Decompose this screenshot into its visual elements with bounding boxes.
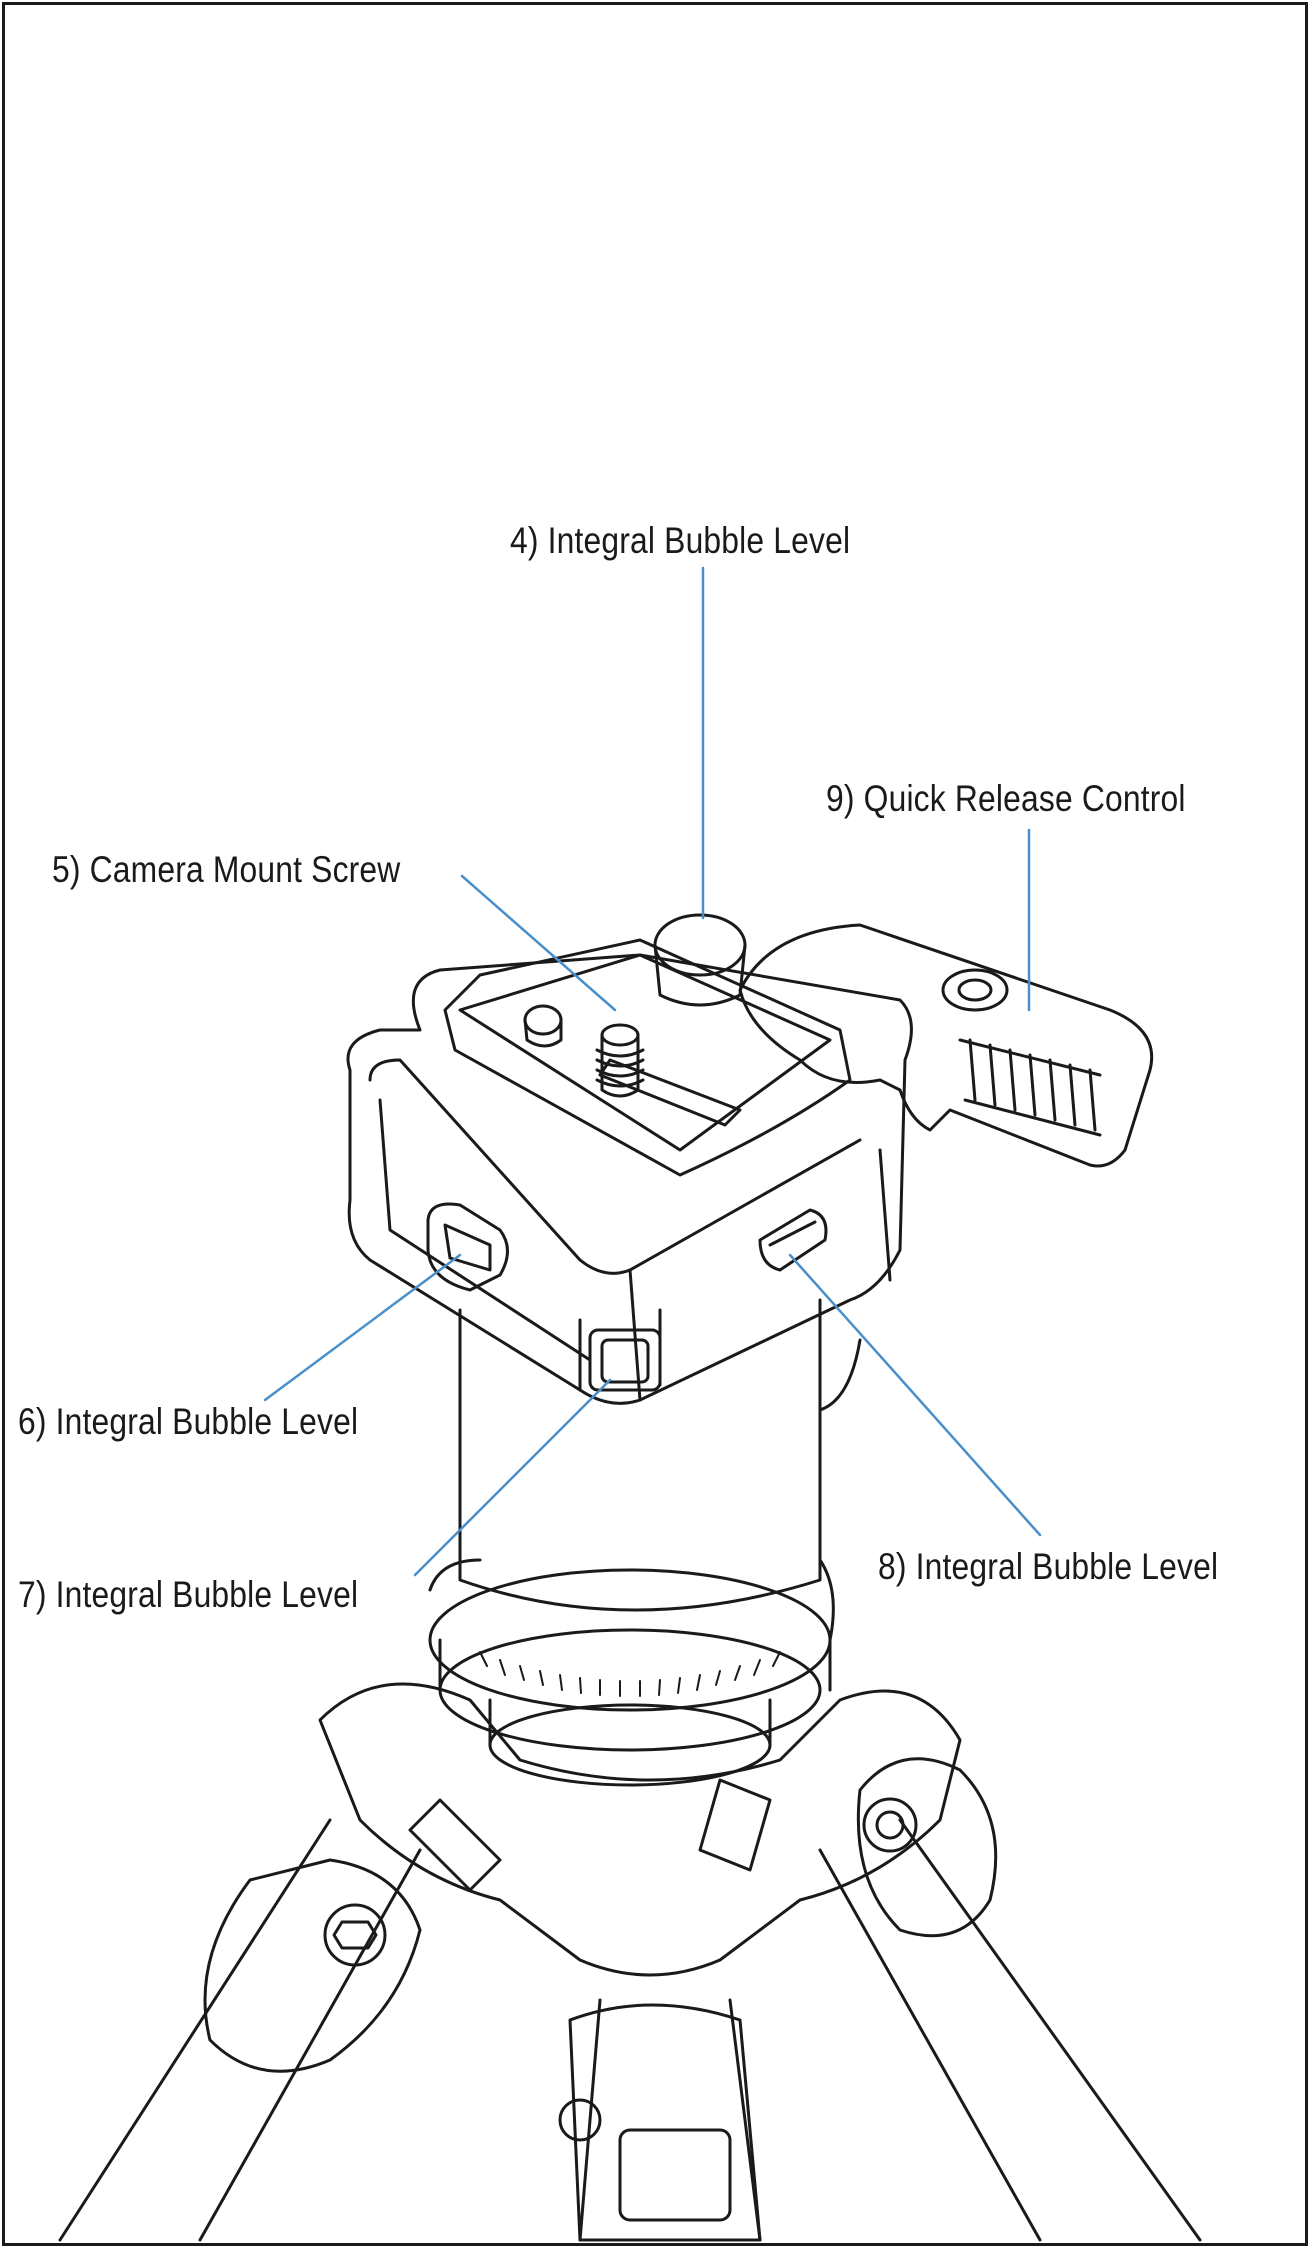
- tripod-leg-center: [568, 1998, 762, 2242]
- callout-label-6: 6) Integral Bubble Level: [18, 1401, 359, 1442]
- quick-release-lever: [738, 923, 1154, 1168]
- callout-label-4: 4) Integral Bubble Level: [510, 520, 851, 561]
- leader-lines: [263, 566, 1042, 1577]
- quick-release-plate: [443, 938, 852, 1177]
- callout-label-7: 7) Integral Bubble Level: [18, 1574, 359, 1615]
- plate-pin: [523, 1004, 563, 1048]
- bubble-level-6: [426, 1202, 509, 1292]
- leader-line-7: [413, 1378, 612, 1577]
- degree-scale: [479, 1651, 781, 1697]
- callout-label-5: 5) Camera Mount Screw: [52, 849, 401, 890]
- bubble-level-8: [758, 1208, 828, 1272]
- leader-line-5: [460, 874, 617, 1012]
- panning-base: [428, 1558, 835, 1787]
- camera-mount-screw: [595, 1023, 645, 1098]
- clamp-body: [346, 953, 913, 1405]
- leader-line-6: [263, 1253, 462, 1402]
- bubble-level-4-knob: [653, 913, 747, 1007]
- tripod-leg-left: [58, 1818, 422, 2242]
- callout-label-9: 9) Quick Release Control: [826, 778, 1186, 819]
- leader-line-8: [788, 1253, 1042, 1537]
- bubble-level-7: [588, 1328, 662, 1392]
- tripod-spider: [318, 1682, 962, 2142]
- callout-label-8: 8) Integral Bubble Level: [878, 1546, 1219, 1587]
- center-column: [458, 1298, 862, 1612]
- tripod-leg-right: [818, 1757, 1202, 2242]
